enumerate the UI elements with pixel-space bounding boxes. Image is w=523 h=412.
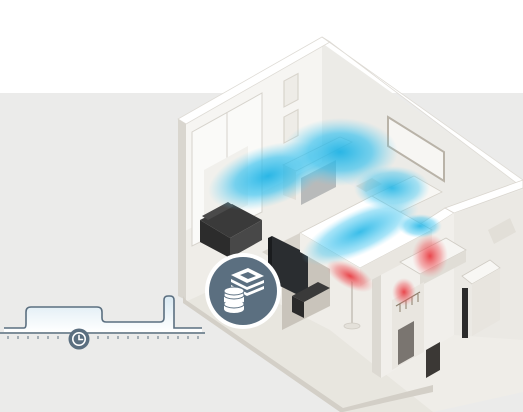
timeline-ticks bbox=[7, 336, 199, 339]
usage-line bbox=[4, 295, 202, 329]
usage-timeline bbox=[0, 295, 205, 350]
heating-zone bbox=[326, 234, 448, 306]
usage-area bbox=[4, 296, 202, 332]
clock-icon bbox=[68, 328, 90, 350]
cooling-zone bbox=[208, 118, 442, 266]
coins-icon bbox=[223, 286, 245, 313]
money-stack-icon bbox=[205, 253, 281, 329]
